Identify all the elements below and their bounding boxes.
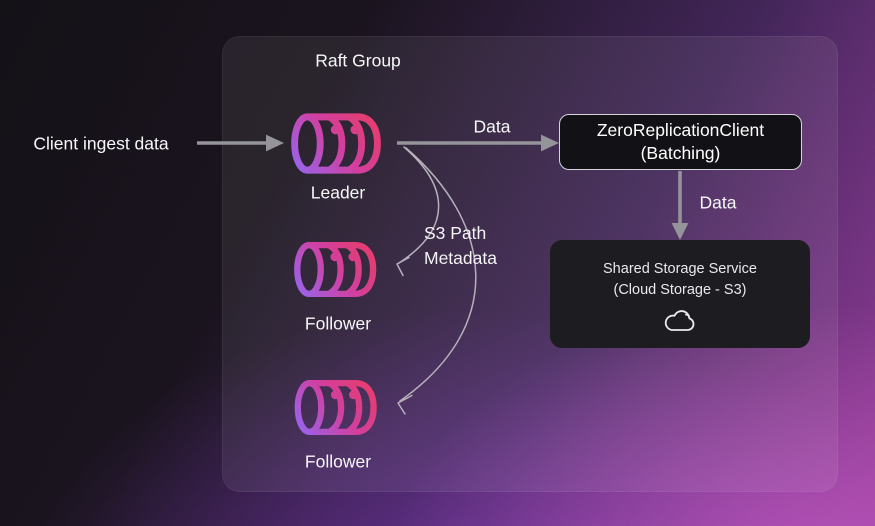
shared-storage-box: Shared Storage Service (Cloud Storage - …: [550, 240, 810, 348]
leader-label: Leader: [310, 182, 366, 203]
data-label-vertical: Data: [699, 192, 737, 213]
s3-path-metadata-line2: Metadata: [424, 248, 497, 268]
follower1-label: Follower: [304, 313, 372, 334]
storage-title-line2: (Cloud Storage - S3): [613, 282, 747, 298]
follower2-label: Follower: [304, 451, 372, 472]
zrc-title-line2: (Batching): [640, 143, 721, 163]
raft-group-title: Raft Group: [315, 50, 401, 71]
client-ingest-label: Client ingest data: [33, 133, 169, 154]
cloud-icon: [664, 310, 695, 331]
zero-replication-client-box: ZeroReplicationClient (Batching): [559, 114, 802, 170]
zrc-title-line1: ZeroReplicationClient: [596, 119, 765, 140]
database-icon: [291, 113, 381, 174]
s3-path-metadata-line1: S3 Path: [424, 223, 487, 243]
storage-title-line1: Shared Storage Service: [603, 261, 757, 277]
s3-path-metadata-label: S3 Path Metadata: [424, 221, 497, 271]
database-icon: [294, 379, 377, 436]
data-label-horizontal: Data: [473, 116, 511, 137]
database-icon: [294, 241, 377, 298]
